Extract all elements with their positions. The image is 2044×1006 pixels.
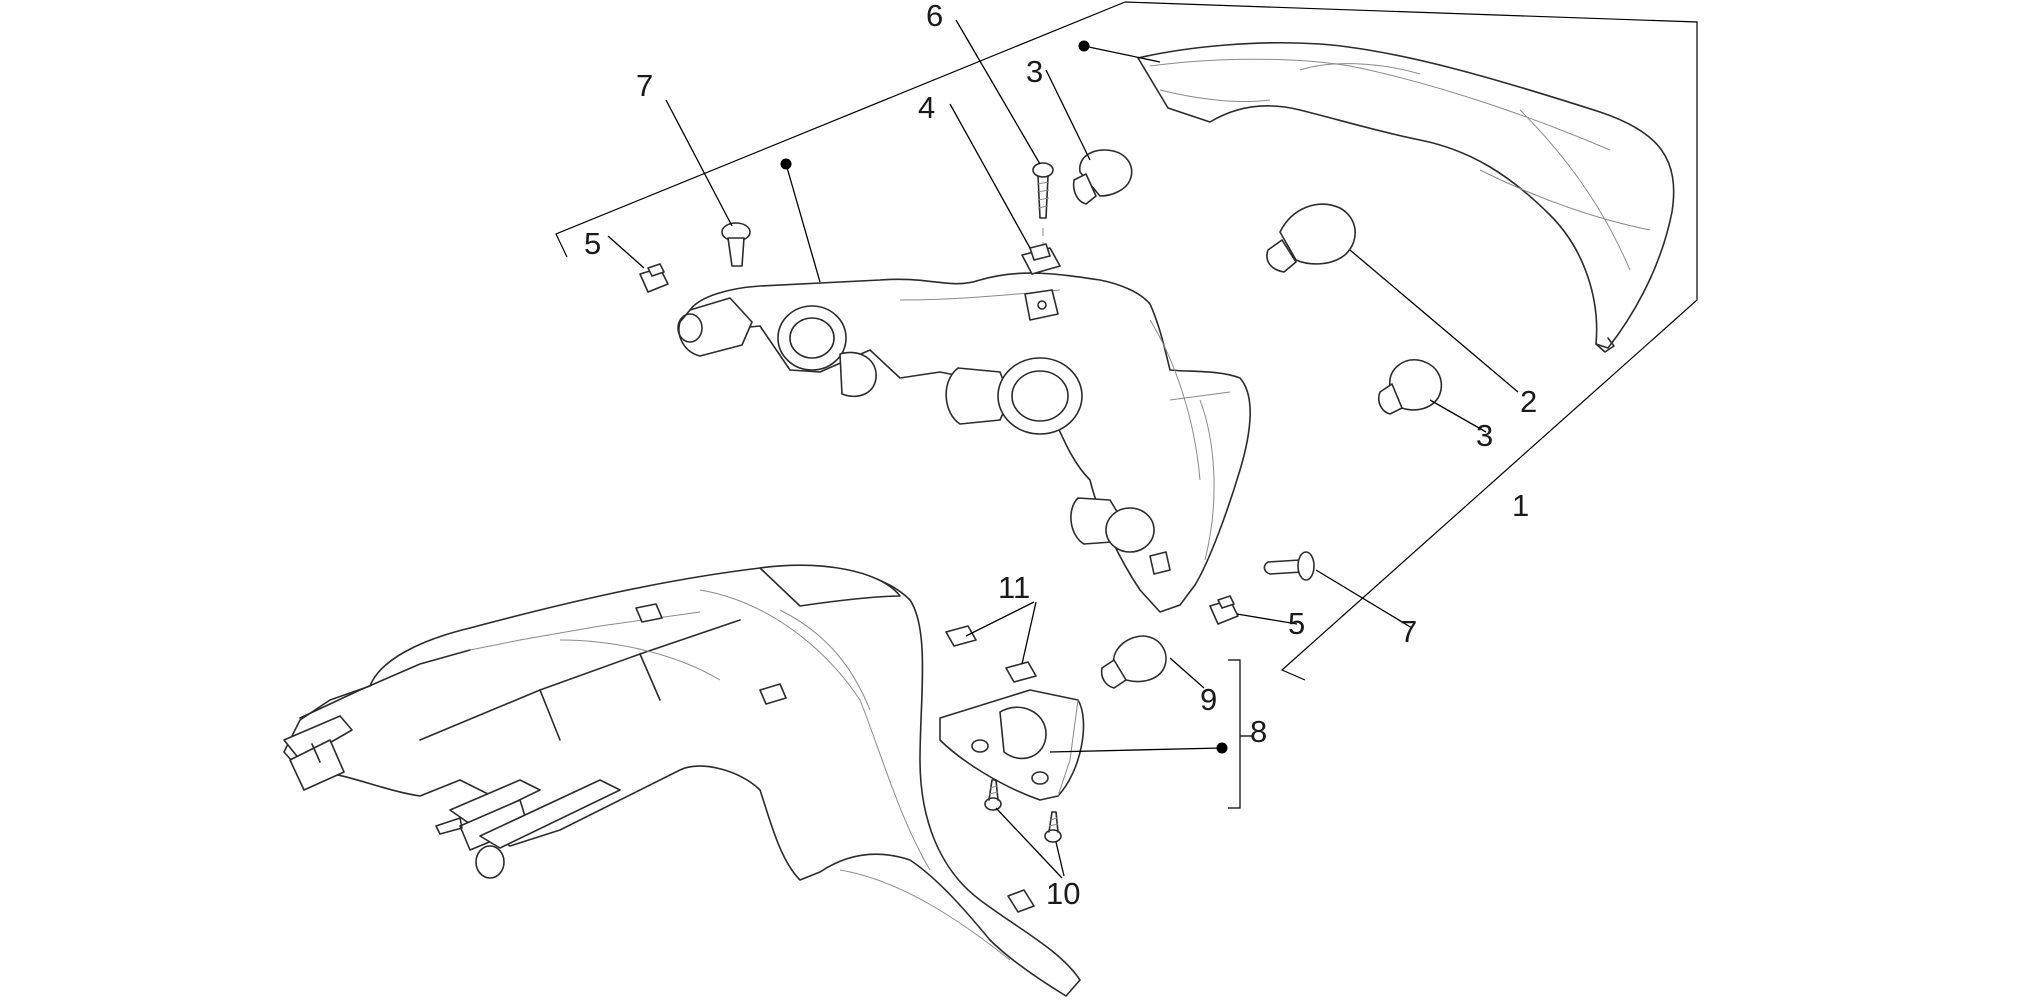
- clip-nuts-11: [945, 625, 1037, 683]
- callout-8: 8: [1250, 714, 1267, 749]
- callout-3: 3: [1026, 54, 1043, 89]
- clip-5-upper: [639, 263, 669, 293]
- callout-3: 3: [1476, 418, 1493, 453]
- callout-2: 2: [1520, 384, 1537, 419]
- license-plate-light-8: [939, 689, 1085, 801]
- lamp-housing: [677, 272, 1251, 613]
- callout-6: 6: [926, 0, 943, 33]
- callout-5: 5: [584, 226, 601, 261]
- screw-6: [1032, 162, 1054, 264]
- callout-10: 10: [1046, 876, 1080, 911]
- callout-9: 9: [1200, 682, 1217, 717]
- callout-labels: 1 2 3 3 4 5 5 6 7 7 8 9 10 11: [584, 0, 1537, 911]
- bullet-housing: [780, 158, 792, 170]
- bulb-2: [1266, 203, 1356, 273]
- callout-7: 7: [1400, 614, 1417, 649]
- bullet-lens: [1078, 40, 1090, 52]
- leader-lines: [607, 19, 1519, 879]
- bulb-3-lower: [1377, 359, 1443, 415]
- screw-7-upper: [721, 222, 751, 267]
- callout-11: 11: [998, 570, 1030, 605]
- assembly-frame: [555, 1, 1698, 681]
- clip-nut-4: [1021, 243, 1061, 275]
- callout-4: 4: [918, 90, 935, 125]
- callout-5: 5: [1288, 606, 1305, 641]
- bullet-plate-light: [1216, 742, 1228, 754]
- callout-1: 1: [1512, 488, 1529, 523]
- screw-7-lower: [1263, 551, 1315, 581]
- callout-7: 7: [636, 68, 653, 103]
- screws-10: [984, 779, 1062, 843]
- rear-fender: [283, 564, 1081, 997]
- bulb-3-upper: [1072, 149, 1133, 205]
- bulb-9: [1100, 635, 1167, 689]
- tail-light-lens: [1137, 41, 1675, 353]
- clip-5-lower: [1209, 595, 1239, 625]
